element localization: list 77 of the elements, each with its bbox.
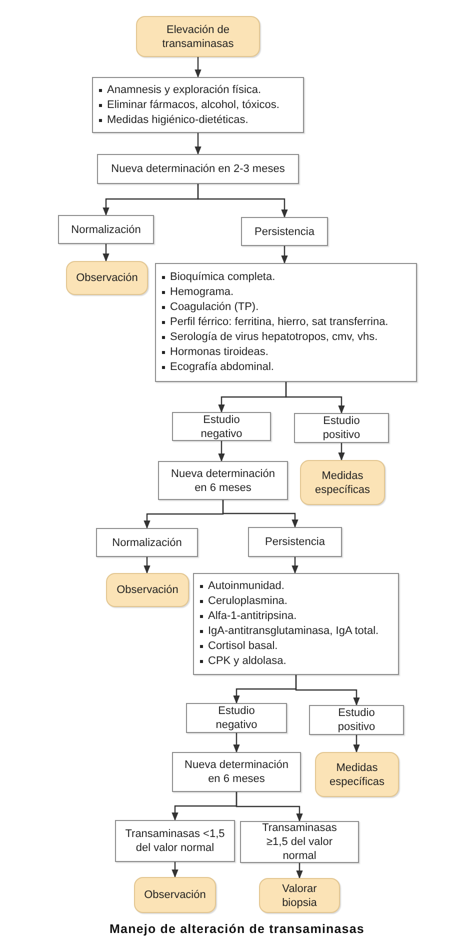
bullet-item: Bioquímica completa. bbox=[162, 270, 276, 285]
process-box bbox=[241, 217, 328, 246]
outcome-box bbox=[134, 877, 216, 913]
outcome-box bbox=[300, 460, 385, 505]
process-box bbox=[186, 703, 287, 733]
bullet-item: Eliminar fármacos, alcohol, tóxicos. bbox=[99, 98, 280, 112]
arrow bbox=[285, 382, 345, 414]
box-text: Elevación de transaminasas bbox=[161, 22, 235, 50]
arrow bbox=[222, 500, 298, 528]
arrow bbox=[102, 244, 110, 262]
arrow bbox=[218, 441, 225, 462]
box-text: Persistencia bbox=[265, 535, 325, 549]
box-text: Estudio positivo bbox=[322, 414, 362, 442]
arrow bbox=[144, 557, 150, 574]
bullet-item: Ceruloplasmina. bbox=[200, 594, 288, 609]
process-box bbox=[158, 461, 288, 500]
checklist-box bbox=[193, 573, 399, 675]
arrow bbox=[172, 862, 178, 878]
box-text: Normalización bbox=[71, 222, 141, 236]
box-text: Persistencia bbox=[254, 224, 314, 238]
outcome-box bbox=[259, 878, 340, 913]
box-text: Estudio negativo bbox=[214, 704, 258, 732]
process-box bbox=[172, 752, 301, 792]
bullet-item: Serología de virus hepatotropos, cmv, vhs. bbox=[162, 330, 378, 345]
bullet-item: Hormonas tiroideas. bbox=[162, 345, 268, 360]
box-text: Normalización bbox=[112, 536, 182, 550]
box-text: Estudio positivo bbox=[336, 706, 376, 734]
checklist-box bbox=[92, 77, 304, 133]
box-text: Nueva determinación en 6 meses bbox=[184, 758, 290, 786]
box-text: Medidas específicas bbox=[328, 760, 386, 788]
box-text: Nueva determinación en 2-3 meses bbox=[111, 162, 285, 176]
process-box bbox=[97, 154, 299, 184]
arrow bbox=[236, 792, 303, 822]
outcome-box bbox=[66, 261, 148, 295]
outcome-box bbox=[106, 573, 189, 607]
process-box bbox=[172, 412, 271, 441]
arrow bbox=[295, 675, 360, 706]
arrow bbox=[292, 557, 298, 574]
arrow bbox=[353, 735, 360, 753]
arrow bbox=[281, 246, 288, 264]
arrow bbox=[197, 184, 288, 218]
box-text: Observación bbox=[144, 888, 206, 902]
box-text: Transaminasas ≥1,5 del valor normal bbox=[261, 821, 338, 863]
bullet-item: Hemograma. bbox=[162, 285, 234, 300]
bullet-item: Anamnesis y exploración física. bbox=[99, 82, 262, 98]
box-text: Nueva determinación en 6 meses bbox=[170, 466, 276, 494]
bullet-item: Ecografía abdominal. bbox=[162, 360, 274, 375]
bullet-item: Alfa-1-antitripsina. bbox=[200, 609, 297, 624]
box-text: Observación bbox=[76, 271, 138, 285]
box-text: Valorar biopsia bbox=[281, 882, 318, 910]
outcome-box bbox=[136, 16, 260, 57]
process-box bbox=[294, 413, 389, 443]
arrow bbox=[194, 133, 202, 155]
bullet-item: Autoinmunidad. bbox=[200, 579, 284, 594]
caption: Manejo de alteración de transaminasas bbox=[108, 922, 366, 936]
checklist-box bbox=[155, 263, 417, 382]
box-text: Transaminasas <1,5 del valor normal bbox=[125, 827, 225, 855]
arrow bbox=[296, 863, 303, 879]
process-box bbox=[248, 527, 342, 557]
bullet-item: CPK y aldolasa. bbox=[200, 654, 286, 669]
arrow bbox=[338, 443, 345, 461]
bullet-item: Medidas higiénico-dietéticas. bbox=[99, 112, 248, 128]
bullet-item: Cortisol basal. bbox=[200, 639, 278, 654]
box-text: Observación bbox=[116, 583, 178, 597]
box-text: Medidas específicas bbox=[314, 468, 372, 496]
process-box bbox=[309, 705, 404, 735]
process-box bbox=[115, 820, 235, 862]
bullet-item: Coagulación (TP). bbox=[162, 300, 259, 315]
process-box bbox=[240, 821, 359, 863]
arrow bbox=[194, 57, 202, 78]
bullet-item: IgA-antitransglutaminasa, IgA total. bbox=[200, 624, 379, 639]
outcome-box bbox=[315, 752, 399, 797]
process-box bbox=[58, 215, 154, 244]
box-text: Estudio negativo bbox=[200, 412, 244, 440]
arrow bbox=[233, 733, 240, 753]
bullet-item: Perfil férrico: ferritina, hierro, sat transferrina. bbox=[162, 315, 388, 330]
process-box bbox=[96, 528, 198, 557]
